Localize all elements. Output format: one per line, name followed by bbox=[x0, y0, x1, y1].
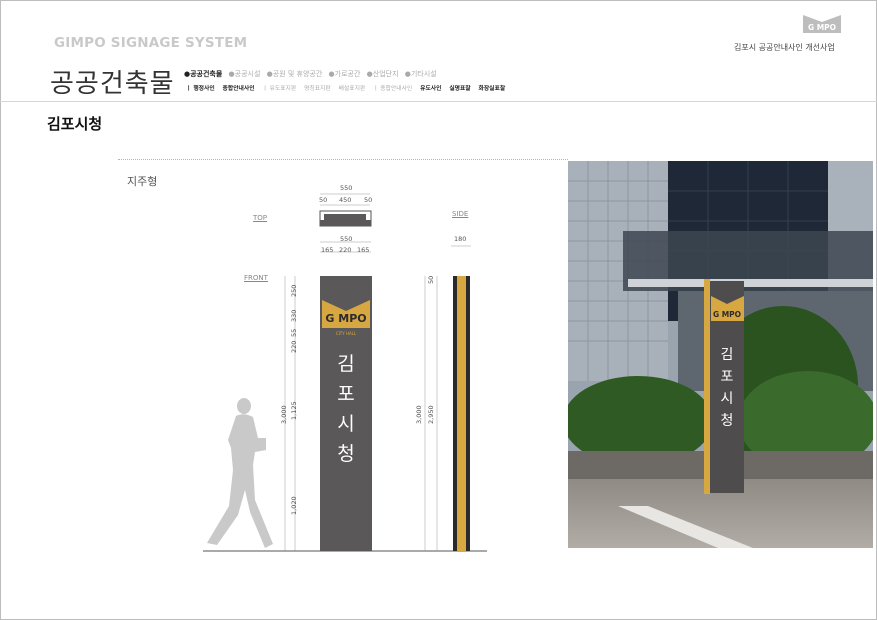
technical-drawing: G MPO CITY HALL 김 포 시 청 bbox=[203, 193, 487, 552]
front-vdim-1125: 1,125 bbox=[290, 401, 298, 420]
logo-icon: G MPO bbox=[803, 13, 841, 35]
top-view-label: TOP bbox=[253, 214, 268, 222]
nav-item-public-building[interactable]: ●공공건축물 bbox=[184, 70, 223, 78]
front-view-label: FRONT bbox=[244, 274, 268, 282]
side-dim-width: 180 bbox=[454, 235, 467, 243]
subnav-item[interactable]: 유도사인 bbox=[420, 86, 442, 92]
svg-text:청: 청 bbox=[721, 413, 734, 429]
side-vdim-2950: 2,950 bbox=[427, 405, 435, 424]
top-dim-mid: 450 bbox=[339, 196, 352, 204]
front-dim-left: 165 bbox=[321, 246, 334, 254]
subnav-item[interactable]: ㅣ 종합안내사인 bbox=[373, 86, 413, 92]
sign-logo-text: G MPO bbox=[325, 312, 366, 325]
front-vdim-330: 330 bbox=[290, 309, 298, 322]
front-dim-mid: 220 bbox=[339, 246, 352, 254]
category-nav: ●공공건축물 ●공공시설 ●공원 및 휴양공간 ●가로공간 ●산업단지 ●기타시… bbox=[184, 69, 441, 79]
subnav-item[interactable]: ㅣ 행정사인 bbox=[186, 86, 215, 92]
side-vdim-3000: 3,000 bbox=[415, 405, 423, 424]
nav-item-public-facility[interactable]: ●공공시설 bbox=[228, 70, 261, 78]
installation-photo: G MPO 김 포 시 청 bbox=[568, 161, 873, 548]
subnav-item[interactable]: 배설표지판 bbox=[338, 86, 366, 92]
side-view-label: SIDE bbox=[452, 210, 469, 218]
svg-text:포: 포 bbox=[721, 369, 734, 385]
subnav-item[interactable]: 명칭표지판 bbox=[304, 86, 331, 92]
page-title: 김포시청 bbox=[47, 115, 103, 133]
side-vdim-50: 50 bbox=[427, 275, 435, 284]
front-vdim-3000: 3,000 bbox=[280, 405, 288, 424]
header-divider bbox=[0, 101, 877, 102]
svg-text:포: 포 bbox=[337, 383, 354, 405]
subnav-item[interactable]: 종합안내사인 bbox=[222, 86, 255, 92]
front-dim-total: 550 bbox=[340, 235, 353, 243]
svg-text:청: 청 bbox=[337, 443, 354, 465]
nav-item-industrial[interactable]: ●산업단지 bbox=[366, 70, 399, 78]
sign-logo-badge bbox=[322, 300, 370, 328]
front-dim-right: 165 bbox=[357, 246, 370, 254]
category-title: 공공건축물 bbox=[50, 69, 175, 99]
svg-text:CITY HALL: CITY HALL bbox=[336, 331, 357, 336]
front-vdim-55: 55 bbox=[290, 328, 298, 337]
sign-type-title: 지주형 bbox=[127, 175, 158, 188]
project-title: 김포시 공공안내사인 개선사업 bbox=[734, 43, 835, 52]
front-vdim-250: 250 bbox=[290, 284, 298, 297]
top-dim-total: 550 bbox=[340, 184, 353, 192]
person-silhouette-icon bbox=[207, 398, 273, 548]
sign-in-photo: G MPO 김 포 시 청 bbox=[704, 279, 744, 494]
brand-title: GIMPO SIGNAGE SYSTEM bbox=[54, 35, 248, 51]
front-vdim-1020: 1,020 bbox=[290, 496, 298, 515]
subnav-item[interactable]: 화장실표찰 bbox=[478, 86, 506, 92]
nav-item-park[interactable]: ●공원 및 휴양공간 bbox=[266, 70, 323, 78]
svg-text:김: 김 bbox=[721, 347, 734, 363]
nav-item-etc[interactable]: ●기타시설 bbox=[404, 70, 437, 78]
top-dim-right: 50 bbox=[364, 196, 373, 204]
subnav-item[interactable]: ㅣ 유도표지판 bbox=[262, 86, 297, 92]
svg-text:시: 시 bbox=[337, 413, 354, 435]
subnav-item[interactable]: 실명표찰 bbox=[449, 86, 471, 92]
svg-text:김: 김 bbox=[337, 353, 354, 375]
nav-item-street[interactable]: ●가로공간 bbox=[328, 70, 361, 78]
svg-text:G MPO: G MPO bbox=[713, 310, 741, 319]
dotted-divider bbox=[118, 159, 568, 160]
sub-nav: ㅣ 행정사인 종합안내사인 ㅣ 유도표지판 명칭표지판 배설표지판 ㅣ 종합안내… bbox=[186, 83, 511, 92]
top-dim-left: 50 bbox=[319, 196, 328, 204]
svg-text:G MPO: G MPO bbox=[808, 23, 836, 32]
front-vdim-220: 220 bbox=[290, 340, 298, 353]
svg-text:시: 시 bbox=[721, 391, 734, 407]
